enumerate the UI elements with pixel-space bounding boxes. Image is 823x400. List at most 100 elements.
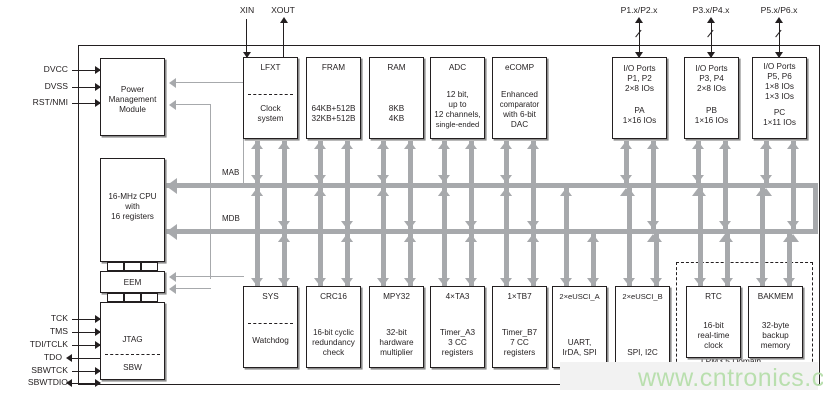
tb7-line-3: registers [503, 348, 536, 357]
pin-label-tck: TCK [50, 313, 68, 323]
block-io-ports-pb[interactable]: I/O Ports P3, P4 2×8 IOs PB 1×16 IOs [684, 57, 739, 139]
pin-label-p5p6: P5.x/P6.x [760, 5, 798, 15]
block-eusci-b[interactable]: 2×eUSCI_B SPI, I2C [615, 286, 670, 368]
watermark-text: www.cntronics.com [638, 364, 823, 392]
bakmem-line-1: 32-byte [761, 321, 790, 330]
pin-label-xin: XIN [239, 5, 255, 15]
mpy32-line-2: hardware [379, 338, 414, 347]
arrow-down-pc-mab [760, 175, 772, 183]
riser-mdb-pb [722, 141, 728, 229]
block-eem[interactable]: EEM [100, 271, 165, 293]
rtc-line-3: clock [704, 341, 723, 350]
riser-down-mab-rtc [697, 183, 703, 286]
ecomp-head: eCOMP [504, 63, 535, 72]
pmm-feedback-riser-2 [210, 104, 212, 279]
riser-down-mdb-mpy32 [407, 229, 413, 286]
fram-head: FRAM [321, 63, 346, 72]
sys-divider [248, 323, 293, 324]
block-lfxt[interactable]: LFXT Clock system [243, 57, 298, 139]
portc-line-1: I/O Ports [763, 62, 796, 71]
cpu-eem-stub-1 [107, 262, 124, 271]
portb-line-1: I/O Ports [695, 64, 728, 73]
arrow-down-fram-mab [314, 175, 326, 183]
block-crc16[interactable]: CRC16 16-bit cyclic redundancy check [306, 286, 361, 368]
bakmem-head: BAKMEM [757, 292, 794, 301]
block-io-ports-pa[interactable]: I/O Ports P1, P2 2×8 IOs PA 1×16 IOs [612, 57, 667, 139]
arrow-down-mpy32-a [377, 278, 389, 286]
pin-label-tms: TMS [49, 326, 68, 336]
riser-down-mdb-bakmem [786, 229, 792, 286]
pin-label-dvcc: DVCC [43, 64, 68, 74]
adc-line-1: 12 bit, [446, 90, 469, 99]
pmm-line-2: Management [108, 95, 157, 104]
portb-line-5: 1×16 IOs [694, 116, 729, 125]
block-mpy32[interactable]: MPY32 32-bit hardware multiplier [369, 286, 424, 368]
block-ram[interactable]: RAM 8KB 4KB [369, 57, 424, 139]
block-jtag[interactable]: JTAG SBW [100, 302, 165, 380]
mpy32-head: MPY32 [383, 292, 410, 301]
riser-mdb-ram [407, 141, 413, 229]
portb-line-2: P3, P4 [699, 74, 724, 83]
arrow-up-euscib-a [623, 188, 635, 196]
rtc-head: RTC [705, 292, 722, 301]
pin-label-sbwtck: SBWTCK [31, 365, 68, 375]
pin-line-tdo [72, 357, 100, 359]
ta3-line-3: registers [441, 348, 474, 357]
block-ecomp[interactable]: eCOMP Enhanced comparator with 6-bit DAC [492, 57, 547, 139]
pin-line-tck [72, 318, 100, 320]
bus-riser-right [813, 183, 818, 233]
crc16-line-1: 16-bit cyclic [313, 328, 354, 337]
lfxt-line-1: Clock [260, 104, 281, 113]
pin-arrow-up-p5p6 [775, 17, 783, 23]
block-eusci-a[interactable]: 2×eUSCI_A UART, IrDA, SPI [552, 286, 607, 368]
pin-line-dvss [72, 86, 100, 88]
block-timer-b7[interactable]: 1×TB7 Timer_B7 7 CC registers [492, 286, 547, 368]
block-fram[interactable]: FRAM 64KB+512B 32KB+512B [306, 57, 361, 139]
arrow-up-fram-mdb [341, 141, 353, 149]
block-cpu[interactable]: 16-MHz CPU with 16 registers [100, 158, 165, 262]
riser-mab-pb [695, 141, 701, 183]
arrow-up-tb7-a [500, 188, 512, 196]
arrow-up-pc-mdb [787, 141, 799, 149]
riser-mab-lfxt [254, 141, 260, 183]
pin-line-dvcc [72, 69, 100, 71]
pin-label-p3p4: P3.x/P4.x [692, 5, 730, 15]
pin-line-tdi-tclk [72, 344, 100, 346]
pin-arrow-xout [279, 17, 288, 23]
arrow-up-euscia-b [587, 234, 599, 242]
arrow-down-crc16-b [341, 278, 353, 286]
mpy32-line-1: 32-bit [386, 328, 407, 337]
pin-arrow-down-p1p2 [635, 52, 643, 58]
block-sys[interactable]: SYS Watchdog [243, 286, 298, 368]
eem-head: EEM [123, 278, 142, 287]
cpu-eem-stub-2 [124, 262, 141, 271]
pin-arrow-tck [95, 315, 101, 323]
pin-arrow-rst-nmi [95, 99, 101, 107]
arrow-up-pb-mdb [719, 141, 731, 149]
arrow-down-ta3-a [438, 278, 450, 286]
block-power-management-module[interactable]: Power Management Module [100, 58, 165, 136]
riser-mab-adc [441, 141, 447, 183]
pin-label-tdo: TDO [43, 352, 62, 362]
riser-down-mdb-ta3 [468, 229, 474, 286]
pin-line-p3p4 [710, 22, 712, 58]
jtag-sbw-divider [105, 354, 160, 355]
bakmem-line-3: memory [760, 341, 791, 350]
block-timer-a3[interactable]: 4×TA3 Timer_A3 3 CC registers [430, 286, 485, 368]
eem-feedback-arrow-1 [169, 271, 176, 282]
arrow-up-bakmem-b [783, 234, 795, 242]
block-bakmem[interactable]: BAKMEM 32-byte backup memory [748, 286, 803, 358]
riser-down-mab-ta3 [441, 183, 447, 286]
porta-line-2: P1, P2 [627, 74, 652, 83]
ta3-head: 4×TA3 [445, 292, 470, 301]
block-io-ports-pc[interactable]: I/O Ports P5, P6 1×8 IOs 1×3 IOs PC 1×11… [752, 57, 807, 139]
block-adc[interactable]: ADC 12 bit, up to 12 channels, single-en… [430, 57, 485, 139]
adc-line-2: up to [448, 100, 467, 109]
arrow-up-pa-mdb [647, 141, 659, 149]
eem-jtag-stub-2 [124, 293, 141, 302]
riser-mdb-pc [790, 141, 796, 229]
arrow-down-pa-mab [620, 175, 632, 183]
rtc-line-1: 16-bit [703, 321, 724, 330]
pin-label-dvss: DVSS [44, 81, 68, 91]
block-rtc[interactable]: RTC 16-bit real-time clock [686, 286, 741, 358]
